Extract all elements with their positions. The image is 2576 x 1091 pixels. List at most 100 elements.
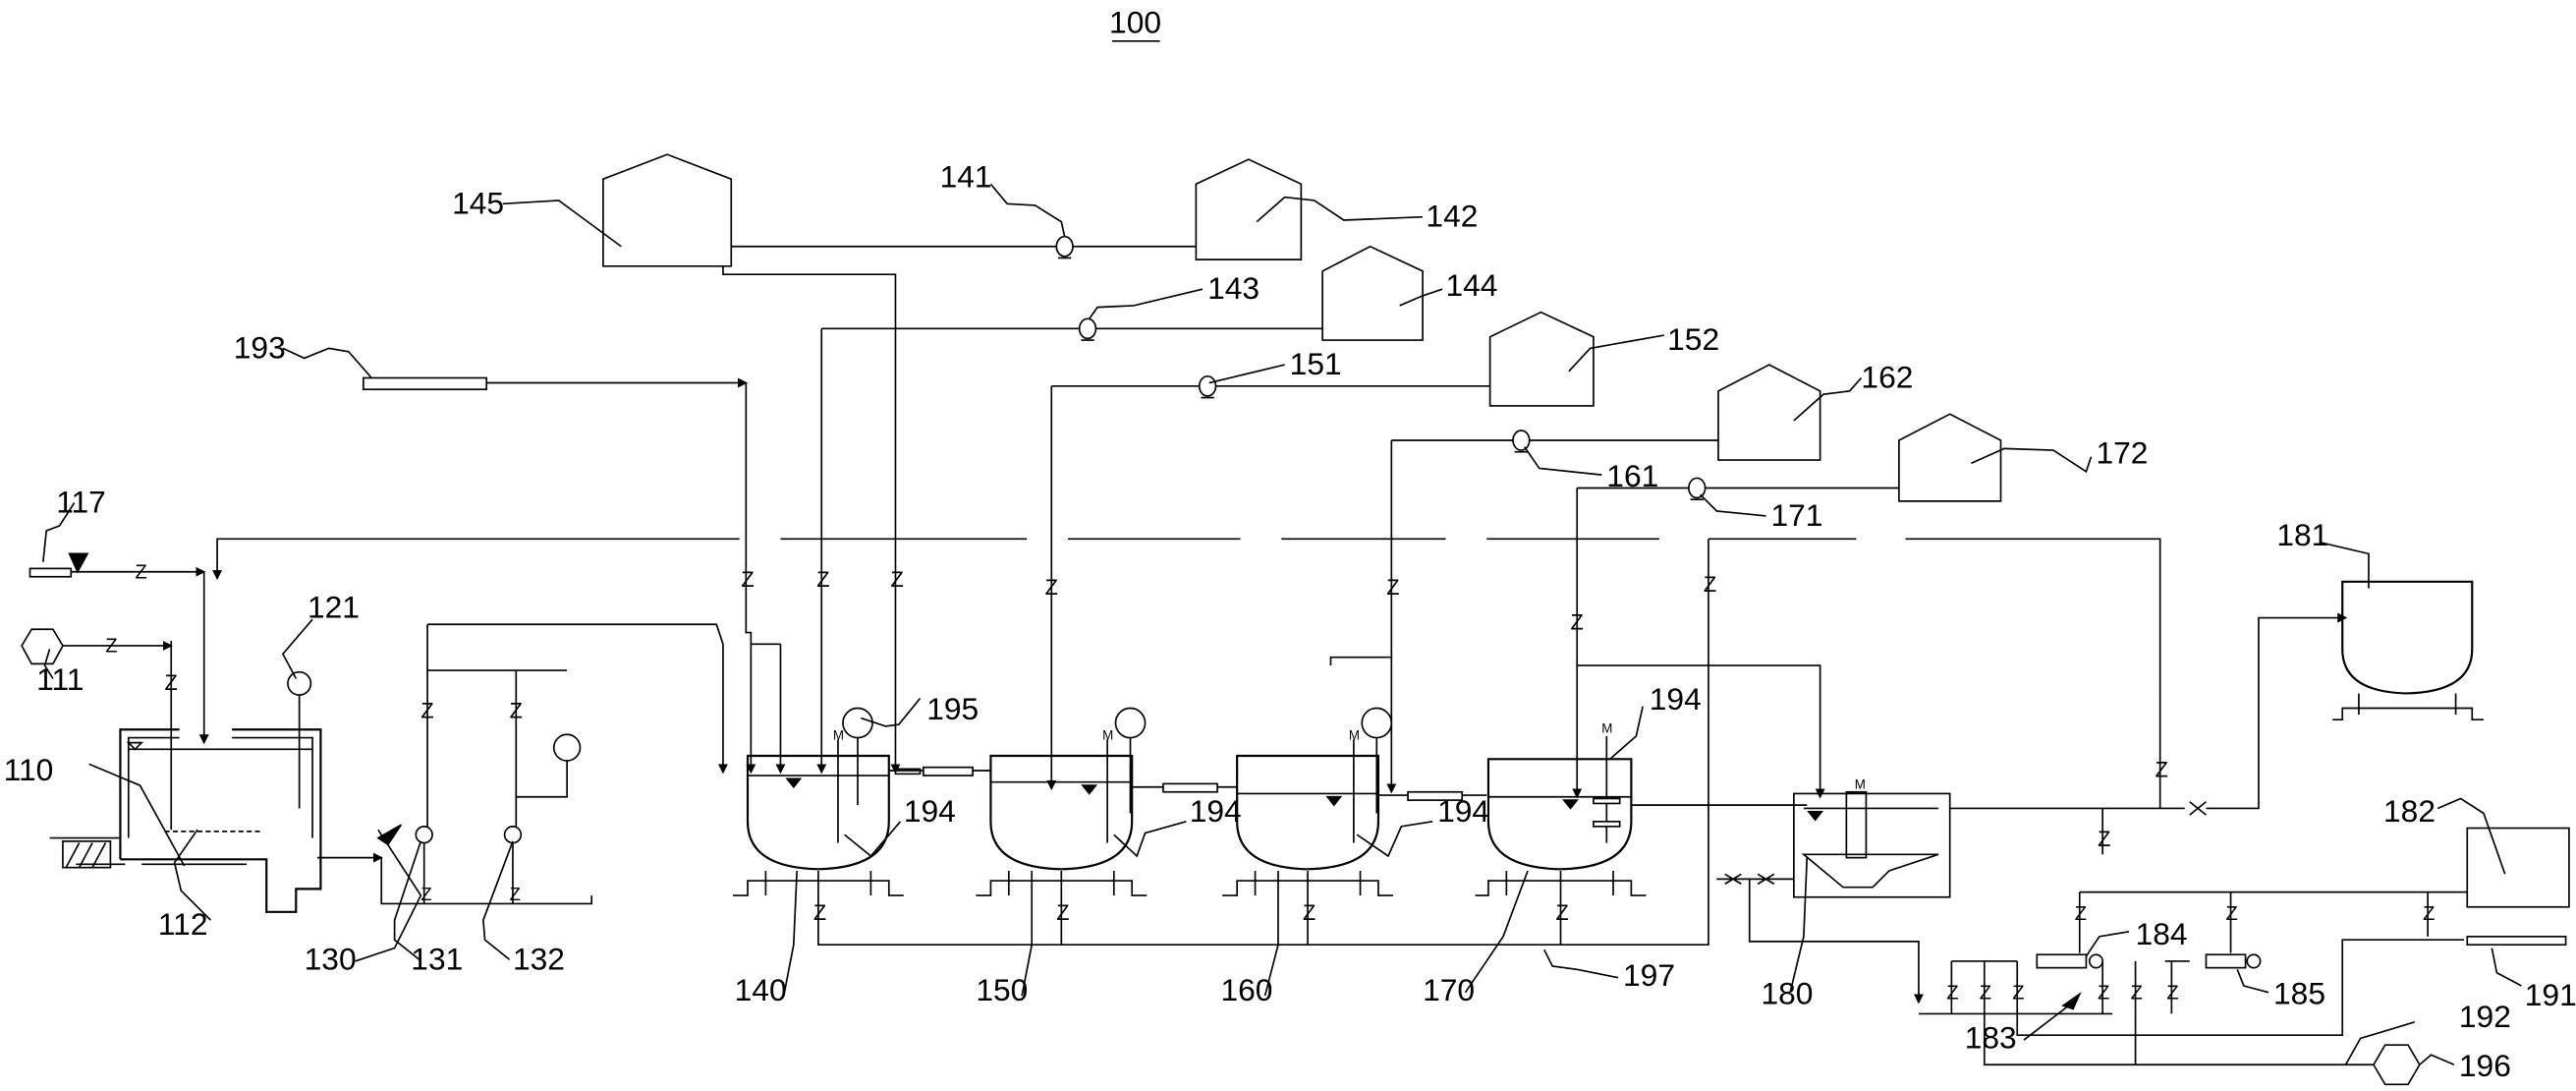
label-194c: 194 — [1437, 793, 1489, 829]
label-192: 192 — [2459, 999, 2511, 1034]
svg-text:Z: Z — [2098, 982, 2109, 1004]
feed-line-170: Z — [1571, 488, 1825, 799]
pump-151: 151 — [1198, 346, 1342, 399]
tank-181: 181 — [2276, 517, 2484, 721]
svg-text:Z: Z — [135, 561, 146, 583]
label-180: 180 — [1761, 975, 1813, 1010]
source-111: 111 Z — [21, 628, 173, 697]
hopper-152: 152 — [1051, 311, 1719, 407]
label-194a: 194 — [904, 793, 956, 829]
svg-text:Z: Z — [2075, 903, 2087, 925]
label-152: 152 — [1667, 321, 1719, 357]
svg-text:Z: Z — [1045, 575, 1058, 600]
svg-text:Z: Z — [1571, 609, 1584, 634]
label-141: 141 — [940, 159, 992, 195]
label-151: 151 — [1290, 346, 1342, 381]
svg-text:Z: Z — [105, 636, 117, 658]
feeder-193: 193 — [234, 329, 749, 391]
label-170: 170 — [1423, 972, 1475, 1007]
svg-text:Z: Z — [2012, 982, 2024, 1004]
label-142: 142 — [1426, 199, 1478, 234]
svg-text:Z: Z — [1386, 575, 1399, 600]
hopper-145: 145 — [452, 153, 1197, 329]
label-150: 150 — [976, 972, 1028, 1007]
svg-text:Z: Z — [1303, 900, 1316, 925]
label-171: 171 — [1770, 497, 1822, 533]
feed-line-160: Z — [1329, 440, 1400, 794]
svg-text:Z: Z — [890, 567, 903, 592]
svg-text:M: M — [1102, 727, 1113, 742]
return-line — [217, 538, 2161, 691]
svg-text:Z: Z — [510, 699, 523, 723]
svg-text:M: M — [833, 727, 844, 742]
label-143: 143 — [1207, 270, 1260, 306]
label-110: 110 — [4, 752, 54, 787]
hopper-172: 172 — [1577, 413, 2148, 502]
pump-group-183: Z Z Z Z Z Z 183 184 185 191 — [1918, 916, 2576, 1066]
svg-text:Z: Z — [2131, 982, 2143, 1004]
tank-182: 182 Z Z Z — [2075, 793, 2570, 953]
hopper-142: 142 — [1195, 158, 1478, 260]
label-140: 140 — [735, 972, 787, 1007]
label-130: 130 — [305, 941, 357, 976]
tank-110: 110 112 Z — [4, 640, 322, 942]
label-191: 191 — [2525, 977, 2576, 1012]
svg-text:Z: Z — [1555, 900, 1568, 925]
svg-text:Z: Z — [1980, 982, 1991, 1004]
label-121: 121 — [308, 590, 360, 625]
svg-text:Z: Z — [816, 567, 829, 592]
svg-text:Z: Z — [2166, 982, 2178, 1004]
hopper-144: 144 — [821, 245, 1497, 341]
feed-line-150: Z — [1045, 385, 1058, 791]
svg-text:Z: Z — [813, 900, 826, 925]
separator-180: M 180 — [1716, 776, 2129, 1010]
svg-text:Z: Z — [2098, 827, 2110, 851]
svg-text:Z: Z — [1704, 572, 1716, 597]
label-172: 172 — [2096, 434, 2148, 470]
svg-text:M: M — [1601, 721, 1612, 736]
meter-121: 121 — [281, 590, 360, 809]
svg-text:Z: Z — [1056, 900, 1069, 925]
label-131: 131 — [411, 941, 463, 976]
label-132: 132 — [513, 941, 565, 976]
tank-170: M 170 194 — [1423, 681, 1808, 1007]
label-144: 144 — [1445, 267, 1497, 303]
svg-text:Z: Z — [420, 884, 431, 904]
svg-text:Z: Z — [2156, 758, 2168, 782]
label-160: 160 — [1220, 972, 1272, 1007]
tank-150: M 150 194 — [976, 707, 1242, 1007]
label-117: 117 — [56, 485, 106, 520]
pump-group-130: Z Z Z Z 130 131 132 — [305, 624, 593, 976]
label-197: 197 — [1623, 957, 1675, 993]
svg-text:Z: Z — [510, 884, 521, 904]
svg-text:Z: Z — [1946, 982, 1958, 1004]
feed-lines-140: Z Z Z — [427, 328, 904, 775]
source-196: 196 192 — [2135, 999, 2511, 1086]
svg-text:M: M — [1349, 727, 1360, 742]
svg-text:Z: Z — [420, 699, 433, 723]
tank-160: M 160 194 — [1220, 707, 1489, 1007]
tank-140: M 140 194 195 — [732, 691, 991, 1007]
label-195: 195 — [926, 691, 979, 726]
drain-header-197: Z Z Z Z Z 197 — [813, 539, 1716, 993]
label-181: 181 — [2276, 517, 2328, 552]
feed-117: 117 Z — [28, 485, 209, 745]
label-162: 162 — [1861, 360, 1913, 395]
label-194b: 194 — [1190, 793, 1242, 829]
label-185: 185 — [2273, 975, 2325, 1010]
figure-title: 100 — [1109, 4, 1161, 42]
svg-text:Z: Z — [741, 567, 754, 592]
label-112: 112 — [158, 906, 208, 942]
label-184: 184 — [2136, 916, 2188, 951]
label-183: 183 — [1965, 1020, 2017, 1056]
figure-number: 100 — [1109, 4, 1161, 39]
pump-141: 141 — [940, 159, 1074, 259]
label-194d: 194 — [1650, 681, 1702, 717]
svg-text:Z: Z — [165, 670, 178, 695]
label-193: 193 — [234, 329, 286, 365]
label-145: 145 — [452, 185, 504, 220]
svg-text:Z: Z — [2226, 903, 2238, 925]
label-111: 111 — [36, 661, 84, 697]
pump-171: 171 — [1688, 477, 1822, 533]
